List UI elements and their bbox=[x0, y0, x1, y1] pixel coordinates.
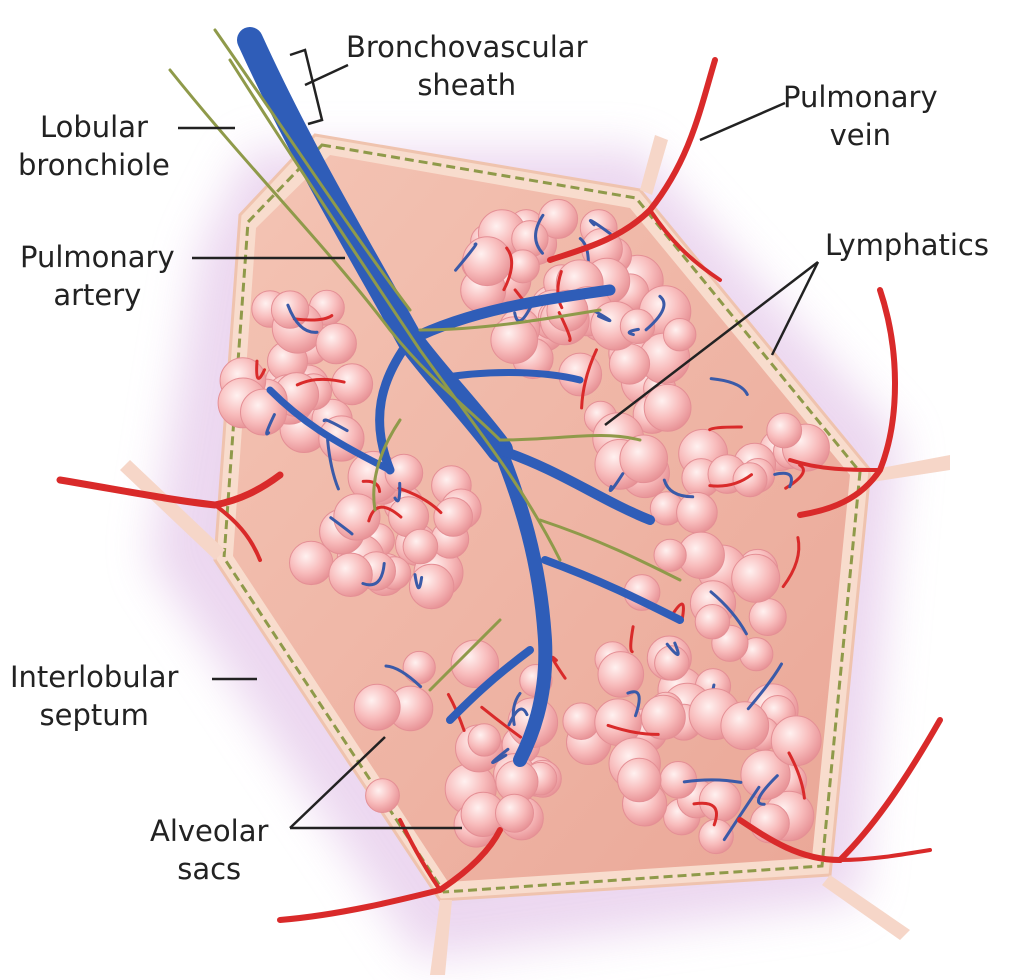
label-pulmonary-vein: Pulmonary vein bbox=[783, 78, 938, 154]
alveolus bbox=[644, 384, 691, 431]
alveolus bbox=[409, 564, 453, 608]
alveolus bbox=[598, 652, 644, 698]
alveolus bbox=[434, 498, 473, 537]
alveolus bbox=[771, 716, 821, 766]
alveolus bbox=[366, 779, 400, 813]
alveolus bbox=[496, 794, 534, 832]
label-interlobular-septum: Interlobular septum bbox=[10, 658, 178, 734]
label-lymphatics: Lymphatics bbox=[825, 226, 989, 264]
alveolus bbox=[733, 463, 767, 497]
alveolus bbox=[732, 554, 780, 602]
alveolus bbox=[332, 364, 373, 405]
alveolus bbox=[721, 702, 769, 750]
alveolus bbox=[749, 599, 786, 636]
alveolus bbox=[767, 413, 802, 448]
alveolus bbox=[699, 780, 741, 822]
alveolus bbox=[403, 651, 435, 683]
label-lobular-bronchiole: Lobular bronchiole bbox=[18, 108, 170, 184]
label-pulmonary-artery: Pulmonary artery bbox=[20, 238, 175, 314]
leader-pulmonary-vein bbox=[700, 103, 785, 140]
alveolus bbox=[620, 435, 668, 483]
alveolus bbox=[329, 553, 372, 596]
alveolus bbox=[677, 492, 718, 533]
alveolus bbox=[403, 529, 438, 564]
alveolus bbox=[664, 319, 696, 351]
alveolus bbox=[654, 539, 686, 571]
alveolus bbox=[618, 758, 661, 801]
alveolus bbox=[463, 237, 512, 286]
alveolus bbox=[695, 605, 729, 639]
alveolus bbox=[563, 703, 600, 740]
alveolus bbox=[354, 684, 400, 730]
alveolus bbox=[316, 323, 356, 363]
label-alveolar-sacs: Alveolar sacs bbox=[150, 812, 268, 888]
label-bronchovascular-sheath: Bronchovascular sheath bbox=[346, 28, 588, 104]
alveolus bbox=[468, 724, 500, 756]
